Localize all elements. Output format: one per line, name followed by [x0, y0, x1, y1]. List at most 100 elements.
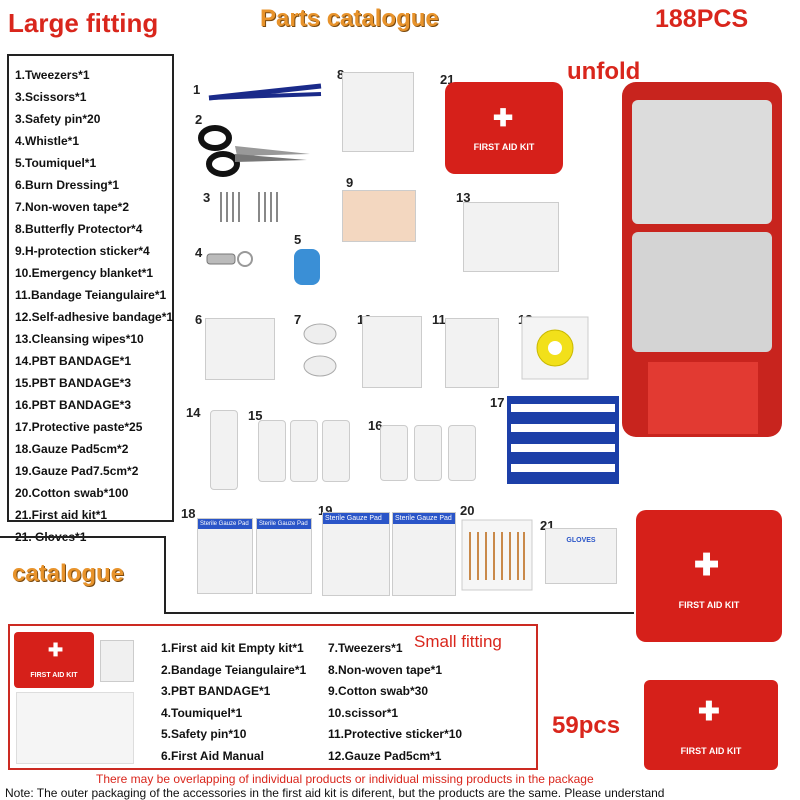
red-cross-icon: ✚	[493, 105, 514, 132]
gloves-label: GLOVES	[566, 537, 596, 544]
list-item: 7.Non-woven tape*2	[15, 200, 130, 214]
item-number: 16	[368, 418, 383, 433]
red-cross-icon: ✚	[698, 696, 720, 726]
item-number: 6	[195, 312, 203, 327]
list-item: 4.Whistle*1	[15, 134, 80, 148]
list-item: 13.Cleansing wipes*10	[15, 332, 144, 346]
list-item: 6.First Aid Manual	[161, 748, 264, 763]
list-item: 11.Bandage Teiangulaire*1	[15, 288, 167, 302]
item-number: 9	[346, 175, 354, 190]
kit-flap	[648, 362, 758, 434]
list-item: 12.Gauze Pad5cm*1	[328, 748, 442, 763]
bag-label: FIRST AID KIT	[680, 746, 742, 756]
tape-rolls-icon	[303, 323, 337, 377]
frame-line	[164, 536, 166, 614]
cotton-swabs-icon	[461, 519, 533, 591]
item-number: 11	[432, 312, 446, 327]
list-item: 20.Cotton swab*100	[15, 486, 129, 500]
gauze-label: Sterile Gauze Pad	[198, 519, 252, 529]
h-sticker-pack	[342, 190, 416, 242]
list-item: 8.Butterfly Protector*4	[15, 222, 143, 236]
list-item: 15.PBT BANDAGE*3	[15, 376, 132, 390]
item-number: 3	[203, 190, 211, 205]
gauze-pad-pack: Sterile Gauze Pad	[256, 518, 312, 594]
carried-kit-photo: ✚ FIRST AID KIT	[636, 510, 782, 642]
first-aid-bag: ✚ FIRST AID KIT	[445, 82, 563, 174]
list-item: 2.Bandage Teiangulaire*1	[161, 662, 307, 677]
small-fitting-box: ✚ FIRST AID KIT Small fitting 1.First ai…	[8, 624, 538, 770]
pbt-bandage-roll	[258, 420, 286, 482]
small-fitting-title: Small fitting	[414, 632, 502, 651]
list-item: 21.First aid kit*1	[15, 508, 108, 522]
safety-pins-icon	[220, 192, 278, 222]
red-cross-icon: ✚	[694, 549, 720, 582]
pbt-bandage-roll	[380, 425, 408, 481]
list-item: 18.Gauze Pad5cm*2	[15, 442, 129, 456]
list-item: 4.Toumiquel*1	[161, 705, 243, 720]
list-item: 9.H-protection sticker*4	[15, 244, 150, 258]
gauze-pad-pack: Sterile Gauze Pad	[197, 518, 253, 594]
triangle-bandage-pack	[445, 318, 499, 388]
item-number: 4	[195, 245, 203, 260]
unfolded-kit-photo	[622, 82, 782, 437]
list-item: 3.Safety pin*20	[15, 112, 101, 126]
gauze-label: Sterile Gauze Pad	[393, 513, 455, 524]
bag-label: FIRST AID KIT	[678, 600, 740, 610]
kit-compartment-top	[632, 100, 772, 224]
list-item: 1.First aid kit Empty kit*1	[161, 641, 304, 655]
kit-compartment-bottom	[632, 232, 772, 352]
item-number: 7	[294, 312, 302, 327]
list-item: 1.Tweezers*1	[15, 68, 90, 82]
item-number: 5	[294, 232, 302, 247]
protective-paste-icon	[507, 396, 619, 484]
bag-label: FIRST AID KIT	[473, 142, 535, 152]
item-number: 15	[248, 408, 263, 423]
pbt-bandage-roll	[414, 425, 442, 481]
count-large: 188PCS	[655, 5, 749, 33]
list-item: 6.Burn Dressing*1	[15, 178, 120, 192]
tweezers-icon	[208, 83, 322, 101]
item-number: 18	[181, 506, 196, 521]
list-item: 16.PBT BANDAGE*3	[15, 398, 132, 412]
scissors-icon	[198, 125, 310, 177]
small-items-thumb	[16, 692, 134, 764]
red-cross-icon: ✚	[48, 640, 64, 660]
list-item: 10.Emergency blanket*1	[15, 266, 154, 280]
gauze-label: Sterile Gauze Pad	[257, 519, 311, 529]
item-number: 1	[193, 82, 201, 97]
pbt-bandage-roll	[290, 420, 318, 482]
note-text: Note: The outer packaging of the accesso…	[5, 786, 665, 800]
item-number: 8	[337, 67, 345, 82]
catalogue-title: catalogue	[12, 560, 125, 587]
pbt-bandage-roll	[448, 425, 476, 481]
small-pouch: ✚ FIRST AID KIT	[14, 632, 94, 688]
list-item: 5.Safety pin*10	[161, 727, 247, 741]
item-number: 17	[490, 395, 505, 410]
list-item: 19.Gauze Pad7.5cm*2	[15, 464, 139, 478]
small-kit-photo: ✚ FIRST AID KIT	[644, 680, 778, 770]
list-item: 7.Tweezers*1	[328, 641, 403, 655]
emergency-blanket-pack	[362, 316, 422, 388]
list-item: 12.Self-adhesive bandage*1	[15, 310, 174, 324]
whistle-icon	[206, 251, 253, 267]
butterfly-protector-pack	[342, 72, 414, 152]
unfold-label: unfold	[567, 58, 641, 85]
list-item: 3.PBT BANDAGE*1	[161, 684, 271, 698]
item-number: 20	[460, 503, 475, 518]
cleansing-wipes-pack	[463, 202, 559, 272]
pouch-label: FIRST AID KIT	[30, 672, 78, 679]
large-items-ul: 1.Tweezers*1 3.Scissors*1 3.Safety pin*20 4…	[15, 64, 174, 548]
adhesive-bandage-icon	[521, 316, 589, 380]
pbt-bandage-roll	[210, 410, 238, 490]
large-items-list: 1.Tweezers*1 3.Scissors*1 3.Safety pin*20 4…	[7, 54, 174, 544]
burn-dressing-pack	[205, 318, 275, 380]
list-item: 5.Toumiquel*1	[15, 156, 97, 170]
parts-catalogue-title: Parts catalogue	[260, 5, 439, 32]
gauze-pad-pack: Sterile Gauze Pad	[392, 512, 456, 596]
large-fitting-title: Large fitting	[8, 8, 159, 38]
gauze-label: Sterile Gauze Pad	[323, 513, 389, 524]
list-item: 3.Scissors*1	[15, 90, 87, 104]
small-item-thumb	[100, 640, 134, 682]
list-item: 11.Protective sticker*10	[328, 727, 463, 741]
